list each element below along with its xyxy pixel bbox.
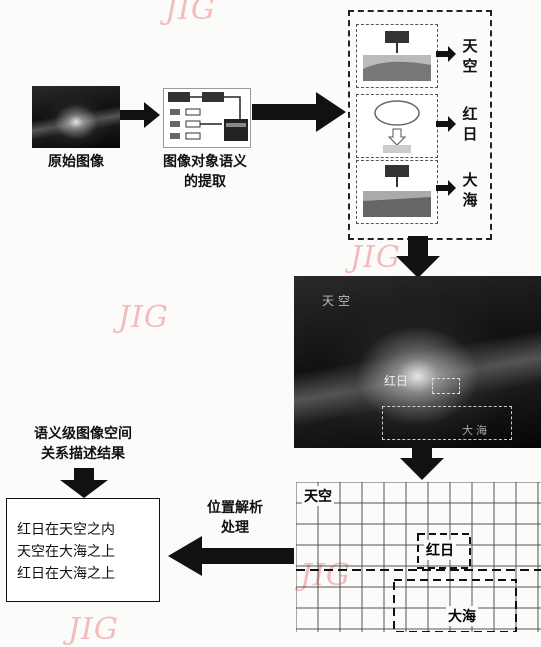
arrow-left-icon — [168, 536, 294, 576]
original-image — [32, 86, 120, 148]
arrow-down-icon — [400, 440, 444, 480]
process-label: 位置解析 处理 — [190, 498, 280, 538]
result-line: 红日在大海之上 — [17, 566, 115, 582]
result-title: 语义级图像空间 关系描述结果 — [8, 424, 158, 464]
sky-object-thumbnail — [356, 24, 438, 88]
sea-overlay-box — [382, 406, 512, 440]
watermark: JIG — [118, 300, 169, 335]
arrow-right-icon — [436, 46, 456, 62]
watermark: JIG — [68, 612, 119, 647]
sky-overlay-label: 天空 — [322, 294, 355, 308]
extraction-label-line: 图像对象语义 — [163, 154, 247, 170]
arrow-right-icon — [436, 180, 456, 196]
watermark: JIG — [165, 0, 216, 27]
sun-object-label: 红日 — [462, 105, 478, 143]
sea-overlay-label: 大海 — [462, 424, 490, 437]
arrow-down-icon — [396, 236, 440, 278]
annotated-sunset-image — [294, 276, 541, 448]
result-line: 红日在天空之内 — [17, 522, 115, 538]
sun-overlay-box — [432, 378, 460, 394]
sea-object-thumbnail — [356, 160, 438, 224]
result-title-line: 关系描述结果 — [41, 446, 125, 462]
extraction-label-line: 的提取 — [184, 174, 226, 190]
sea-object-label: 大海 — [462, 171, 478, 209]
process-label-line: 处理 — [221, 520, 249, 536]
arrow-right-icon — [252, 92, 346, 132]
sun-object-thumbnail — [356, 94, 438, 158]
extraction-label: 图像对象语义 的提取 — [140, 152, 270, 192]
watermark: JIG — [350, 240, 401, 275]
sky-object-label: 天空 — [462, 37, 478, 75]
arrow-down-icon — [60, 468, 108, 498]
arrow-right-icon — [436, 116, 456, 132]
grid-sky-label: 天空 — [302, 486, 334, 506]
grid-sea-label: 大海 — [446, 606, 478, 626]
result-box: 红日在天空之内 天空在大海之上 红日在大海之上 — [6, 498, 160, 602]
result-line: 天空在大海之上 — [17, 544, 115, 560]
result-title-line: 语义级图像空间 — [34, 426, 132, 442]
original-image-label: 原始图像 — [48, 154, 104, 170]
extraction-block-diagram — [163, 88, 251, 148]
spatial-grid — [296, 482, 541, 632]
arrow-right-icon — [120, 102, 160, 128]
process-label-line: 位置解析 — [207, 500, 263, 516]
grid-sun-label: 红日 — [424, 540, 456, 560]
sun-overlay-label: 红日 — [384, 374, 409, 388]
